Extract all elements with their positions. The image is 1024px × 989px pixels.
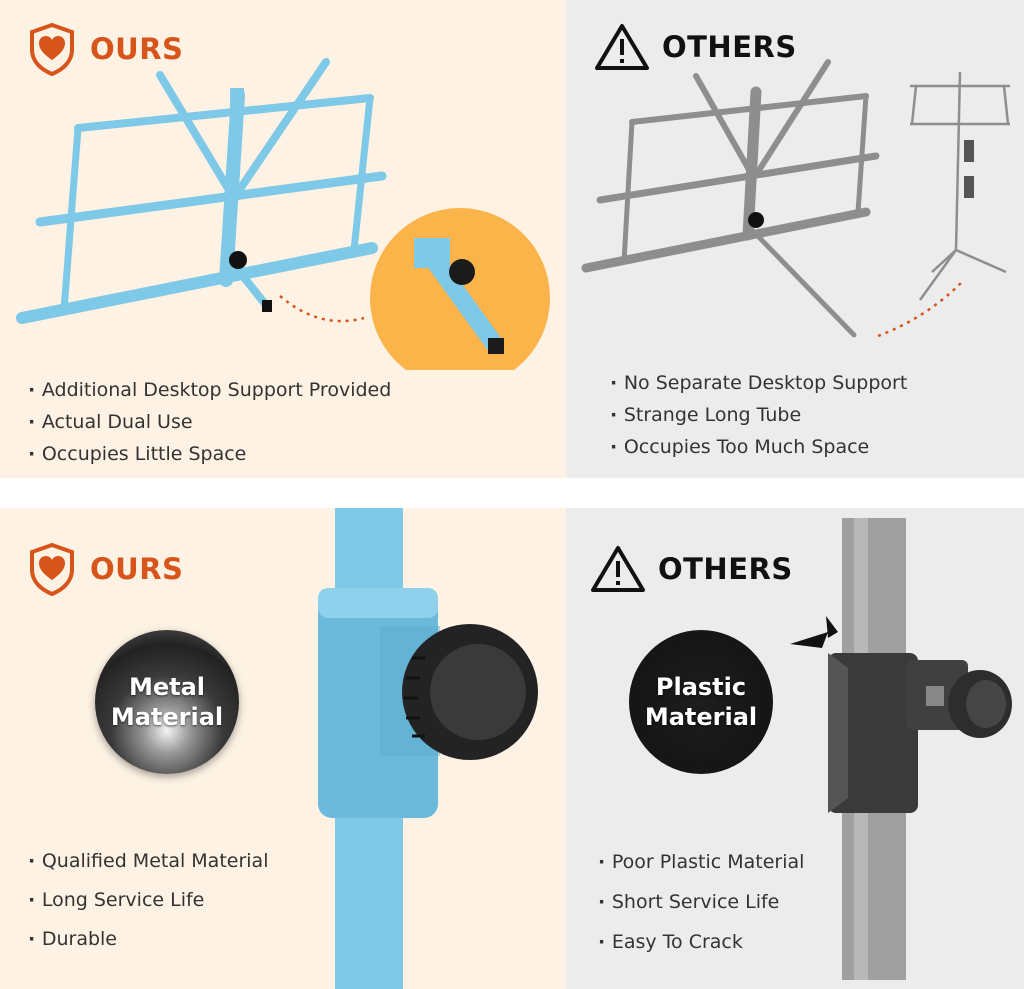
others-header: OTHERS: [594, 22, 797, 72]
heart-shield-icon: [30, 22, 74, 76]
others-bullet-list: Poor Plastic Material Short Service Life…: [598, 842, 805, 962]
blue-tube-knob-illustration: [318, 508, 538, 989]
ours-label: OURS: [90, 32, 184, 66]
ours-header: OURS: [28, 542, 183, 596]
bullet-item: Actual Dual Use: [28, 406, 391, 438]
bullet-item: No Separate Desktop Support: [610, 367, 907, 399]
others-header: OTHERS: [590, 544, 793, 594]
bullet-item: Qualified Metal Material: [28, 842, 269, 881]
ours-bullet-list: Qualified Metal Material Long Service Li…: [28, 842, 269, 959]
bullet-item: Long Service Life: [28, 881, 268, 920]
bullet-item: Occupies Little Space: [28, 438, 391, 470]
bullet-item: Occupies Too Much Space: [610, 431, 907, 463]
bullet-item: Additional Desktop Support Provided: [28, 374, 391, 406]
panel-ours-desktop: OURS Additional Desktop Support Provided…: [0, 0, 566, 478]
panel-ours-material: OURS Metal Material Qualified Metal Mate…: [0, 508, 566, 989]
others-label: OTHERS: [662, 30, 797, 64]
ours-header: OURS: [28, 22, 183, 76]
warning-triangle-icon: [595, 24, 649, 70]
panel-others-material: OTHERS Plastic Material Poor Plastic Mat…: [566, 508, 1024, 989]
metal-material-badge: Metal Material: [95, 630, 239, 774]
panel-others-desktop: OTHERS No Separate Desk: [566, 0, 1024, 478]
others-bullet-list: No Separate Desktop Support Strange Long…: [610, 367, 907, 463]
plastic-material-badge: Plastic Material: [629, 630, 773, 774]
warning-triangle-icon: [591, 546, 645, 592]
bullet-item: Strange Long Tube: [610, 399, 907, 431]
heart-shield-icon: [30, 542, 74, 596]
bullet-item: Easy To Crack: [598, 922, 804, 962]
others-label: OTHERS: [658, 552, 793, 586]
ours-label: OURS: [90, 552, 184, 586]
gray-tube-clamp-illustration: [790, 518, 1012, 980]
bullet-item: Poor Plastic Material: [598, 842, 805, 882]
blue-stand-illustration: [16, 58, 550, 370]
bullet-item: Durable: [28, 920, 268, 959]
bullet-item: Short Service Life: [598, 882, 804, 922]
gray-stand-illustration: [581, 59, 1010, 338]
ours-bullet-list: Additional Desktop Support Provided Actu…: [28, 374, 391, 470]
